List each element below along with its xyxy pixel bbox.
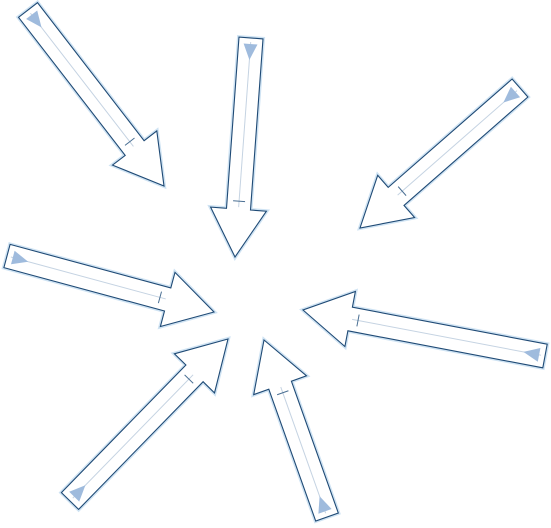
arrow-right-body (301, 290, 548, 369)
arrow-top-tick (233, 200, 246, 203)
arrow-bottom-spine (280, 386, 327, 514)
arrow-bottom-left-spine (72, 374, 194, 499)
arrow-top-left-tick (124, 137, 135, 146)
arrow-right (299, 288, 550, 371)
arrow-top-left-tail-marker (26, 10, 42, 28)
arrow-left (1, 241, 218, 330)
arrow-right-tail-marker (523, 348, 541, 362)
arrow-top-spine (238, 41, 252, 208)
arrow-top-right-tail-marker (503, 86, 521, 103)
arrow-top-right-tick (397, 186, 407, 196)
arrow-left-body (3, 243, 216, 328)
arrow-left-spine (10, 256, 166, 300)
arrow-bottom (251, 336, 341, 524)
arrow-bottom-tail-marker (318, 496, 332, 514)
arrow-top-body (209, 36, 268, 259)
arrow-bottom-left-tail-marker (69, 485, 86, 502)
arrow-bottom-tick (276, 390, 289, 396)
arrow-top-tail-marker (243, 43, 258, 60)
arrow-top-left-body (17, 1, 165, 187)
arrow-top (207, 34, 271, 261)
arrow-left-tick (157, 291, 162, 304)
arrow-left-tail-marker (11, 250, 29, 265)
arrow-top-right-spine (397, 90, 518, 196)
arrow-top-left (15, 0, 167, 190)
arrow-top-right (357, 76, 531, 231)
arrow-bottom-left (58, 336, 231, 513)
arrow-right-tick (356, 314, 360, 327)
arrow-top-right-body (359, 78, 529, 229)
arrow-bottom-left-tick (184, 374, 194, 384)
arrow-top-left-spine (30, 12, 134, 147)
arrow-right-spine (352, 318, 542, 356)
